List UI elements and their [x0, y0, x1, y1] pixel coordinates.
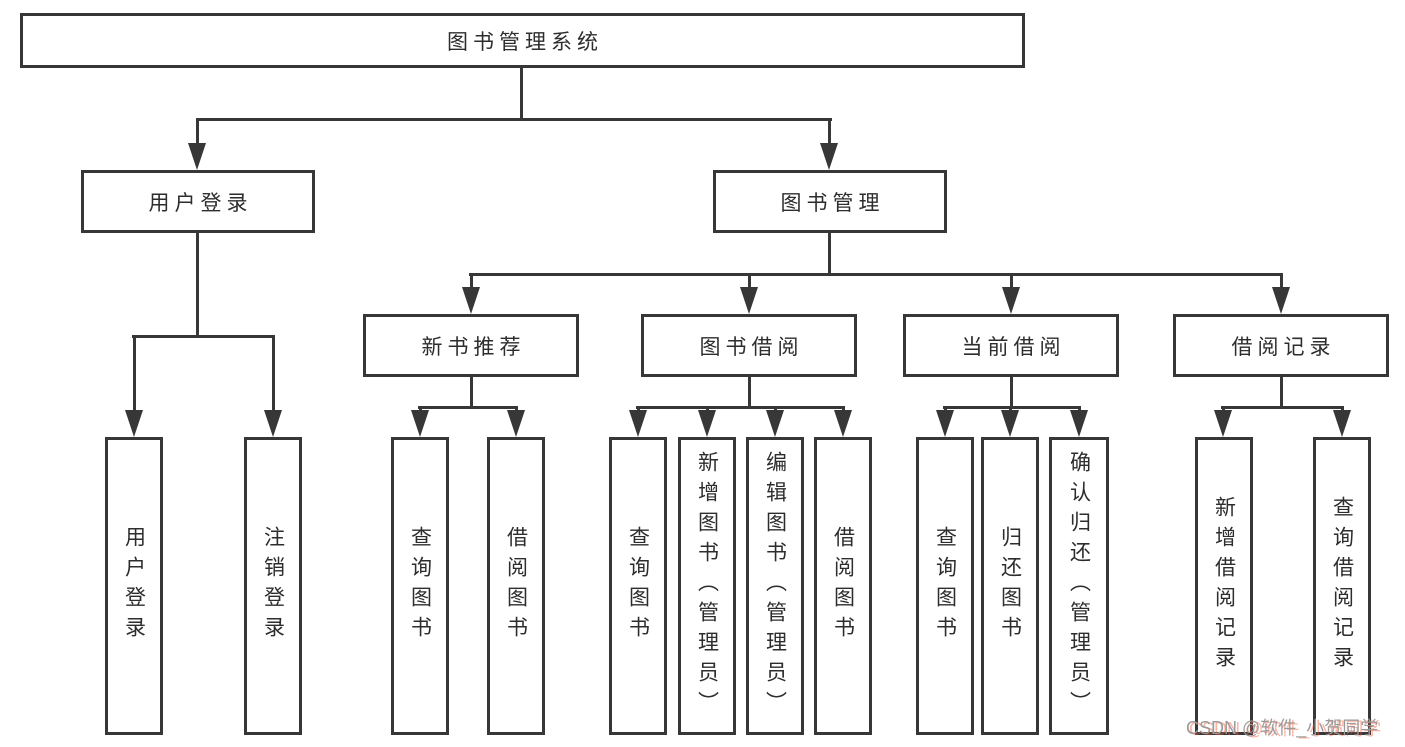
arrow-down-icon	[1002, 287, 1020, 314]
arrow-down-icon	[507, 410, 525, 437]
node-label: 确认归还（管理员）	[1067, 451, 1091, 721]
node-label: 新书推荐	[421, 335, 526, 359]
arrow-down-icon	[740, 287, 758, 314]
node-label: 编辑图书（管理员）	[763, 451, 787, 721]
arrow-down-icon	[1070, 410, 1088, 437]
arrow-down-icon	[125, 410, 143, 437]
watermark: CSDN @软件_小贺同学	[1186, 718, 1379, 738]
leaf-borrow-query-books: 查询图书	[609, 437, 667, 735]
connector-borrow-rail	[636, 406, 845, 409]
connector-current-rail	[943, 406, 1081, 409]
leaf-recommend-borrow-books: 借阅图书	[487, 437, 545, 735]
leaf-borrow-add-books: 新增图书（管理员）	[678, 437, 736, 735]
leaf-borrow-edit-books: 编辑图书（管理员）	[746, 437, 804, 735]
arrow-down-icon	[766, 410, 784, 437]
node-book-borrow: 图书借阅	[641, 314, 857, 377]
arrow-down-icon	[1214, 410, 1232, 437]
node-label: 新增图书（管理员）	[695, 451, 719, 721]
node-label: 用户登录	[148, 191, 253, 215]
arrow-down-icon	[834, 410, 852, 437]
connector-current-stub	[1010, 377, 1013, 408]
leaf-records-query-record: 查询借阅记录	[1313, 437, 1371, 735]
connector-stem	[133, 335, 136, 413]
connector-level3-rail	[469, 273, 1283, 276]
connector-stem	[470, 273, 473, 289]
connector-level2-rail	[196, 118, 832, 121]
connector-stem	[1078, 406, 1081, 413]
connector-records-stub	[1280, 377, 1283, 408]
node-label: 借阅图书	[831, 526, 855, 646]
arrow-down-icon	[936, 410, 954, 437]
arrow-down-icon	[188, 143, 206, 170]
connector-recommend-stub	[470, 377, 473, 408]
connector-borrow-stub	[748, 377, 751, 408]
arrow-down-icon	[1001, 410, 1019, 437]
connector-stem	[774, 406, 777, 413]
leaf-current-return-books: 归还图书	[981, 437, 1039, 735]
connector-stem	[828, 118, 831, 146]
leaf-user-login: 用户登录	[105, 437, 163, 735]
node-label: 查询图书	[408, 526, 432, 646]
connector-stem	[748, 273, 751, 289]
node-label: 用户登录	[122, 526, 146, 646]
arrow-down-icon	[264, 410, 282, 437]
connector-stem	[1222, 406, 1225, 413]
node-label: 图书管理	[780, 191, 885, 215]
connector-stem	[515, 406, 518, 413]
connector-user-login-stub	[196, 233, 199, 337]
connector-stem	[842, 406, 845, 413]
node-library-system: 图书管理系统	[20, 13, 1025, 68]
arrow-down-icon	[1272, 287, 1290, 314]
leaf-current-query-books: 查询图书	[916, 437, 974, 735]
arrow-down-icon	[698, 410, 716, 437]
node-label: 图书借阅	[699, 335, 804, 359]
leaf-current-confirm-return: 确认归还（管理员）	[1049, 437, 1109, 735]
arrow-down-icon	[820, 143, 838, 170]
node-label: 归还图书	[998, 526, 1022, 646]
connector-stem	[419, 406, 422, 413]
connector-stem	[1010, 273, 1013, 289]
node-label: 图书管理系统	[447, 30, 603, 54]
node-new-book-recommend: 新书推荐	[363, 314, 579, 377]
leaf-records-add-record: 新增借阅记录	[1195, 437, 1253, 735]
connector-user-login-rail	[132, 335, 275, 338]
arrow-down-icon	[1333, 410, 1351, 437]
arrow-down-icon	[629, 410, 647, 437]
arrow-down-icon	[411, 410, 429, 437]
node-book-management: 图书管理	[713, 170, 947, 233]
connector-root-stub	[520, 68, 523, 118]
connector-stem	[637, 406, 640, 413]
node-borrow-records: 借阅记录	[1173, 314, 1389, 377]
connector-stem	[1341, 406, 1344, 413]
connector-stem	[272, 335, 275, 413]
connector-stem	[196, 118, 199, 146]
node-label: 借阅图书	[504, 526, 528, 646]
connector-records-rail	[1221, 406, 1344, 409]
arrow-down-icon	[462, 287, 480, 314]
node-label: 注销登录	[261, 526, 285, 646]
node-user-login: 用户登录	[81, 170, 315, 233]
connector-recommend-rail	[418, 406, 518, 409]
leaf-logout: 注销登录	[244, 437, 302, 735]
node-label: 查询借阅记录	[1330, 496, 1354, 676]
node-label: 借阅记录	[1231, 335, 1336, 359]
leaf-recommend-query-books: 查询图书	[391, 437, 449, 735]
connector-stem	[1280, 273, 1283, 289]
connector-stem	[706, 406, 709, 413]
connector-stem	[944, 406, 947, 413]
leaf-borrow-borrow-books: 借阅图书	[814, 437, 872, 735]
connector-book-mgmt-stub	[828, 233, 831, 275]
node-current-borrow: 当前借阅	[903, 314, 1119, 377]
connector-stem	[1009, 406, 1012, 413]
node-label: 当前借阅	[961, 335, 1066, 359]
node-label: 查询图书	[933, 526, 957, 646]
node-label: 新增借阅记录	[1212, 496, 1236, 676]
node-label: 查询图书	[626, 526, 650, 646]
